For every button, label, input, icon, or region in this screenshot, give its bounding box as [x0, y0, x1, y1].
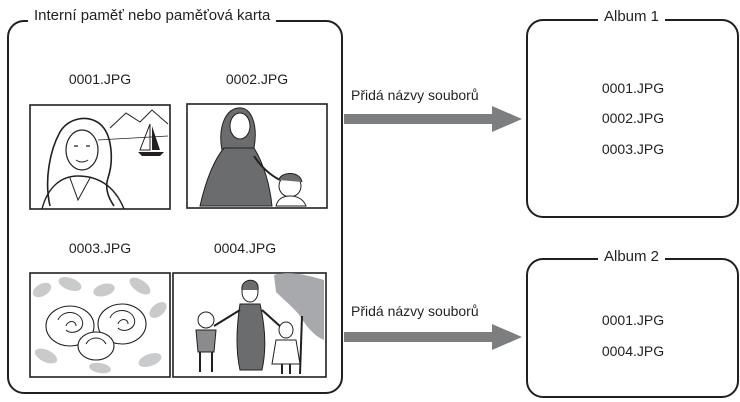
photo-0001-image — [29, 104, 171, 210]
album-1-file-1: 0001.JPG — [601, 80, 665, 96]
arrow-to-album-2 — [344, 324, 522, 350]
arrow-1-label: Přidá názvy souborů — [351, 87, 479, 103]
photo-label-0001: 0001.JPG — [68, 71, 132, 87]
album-2-file-1: 0001.JPG — [601, 312, 665, 328]
photo-0002-image — [186, 103, 328, 209]
photo-0003-image — [29, 272, 171, 378]
album-1-title: Album 1 — [598, 9, 666, 25]
storage-title: Interní paměť nebo paměťová karta — [28, 8, 277, 24]
album-2-frame — [526, 258, 739, 398]
arrow-to-album-1 — [344, 106, 522, 132]
album-1-file-2: 0002.JPG — [601, 110, 665, 126]
arrow-2-label: Přidá názvy souborů — [351, 303, 479, 319]
album-2-title: Album 2 — [598, 249, 666, 265]
album-1-file-3: 0003.JPG — [601, 141, 665, 157]
photo-0004-image — [172, 272, 327, 378]
album-2-file-2: 0004.JPG — [601, 343, 665, 359]
photo-label-0003: 0003.JPG — [68, 240, 132, 256]
photo-label-0004: 0004.JPG — [213, 240, 277, 256]
photo-label-0002: 0002.JPG — [225, 71, 289, 87]
